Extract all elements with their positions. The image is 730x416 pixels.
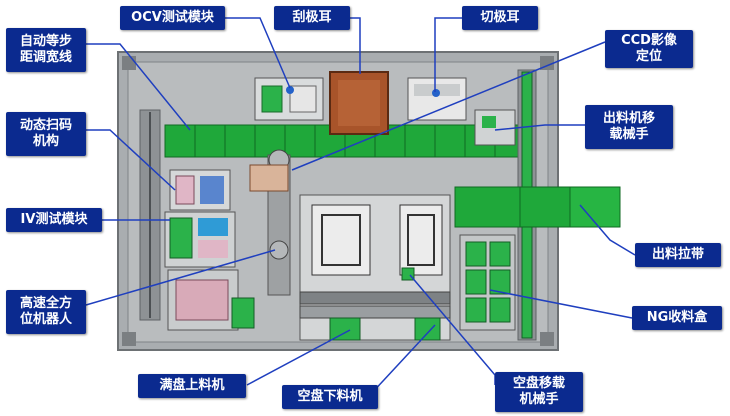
label-iv-test-module: IV测试模块 <box>6 208 102 232</box>
label-ccd-positioning: CCD影像 定位 <box>605 30 693 68</box>
label-scrape-tab: 刮极耳 <box>274 6 350 30</box>
label-empty-tray-manipulator: 空盘移载 机械手 <box>495 372 583 412</box>
label-outfeed-belt: 出料拉带 <box>635 243 721 267</box>
label-empty-tray-unloader: 空盘下料机 <box>282 385 378 409</box>
label-ocv-test-module: OCV测试模块 <box>120 6 225 30</box>
label-outfeed-manipulator: 出料机移 载械手 <box>585 105 673 149</box>
label-dynamic-scan: 动态扫码 机构 <box>6 112 86 156</box>
label-full-tray-loader: 满盘上料机 <box>138 374 246 398</box>
label-ng-box: NG收料盒 <box>632 306 722 330</box>
label-cut-tab: 切极耳 <box>462 6 538 30</box>
label-high-speed-robot: 高速全方 位机器人 <box>6 290 86 334</box>
label-auto-pitch-line: 自动等步 距调宽线 <box>6 28 86 72</box>
